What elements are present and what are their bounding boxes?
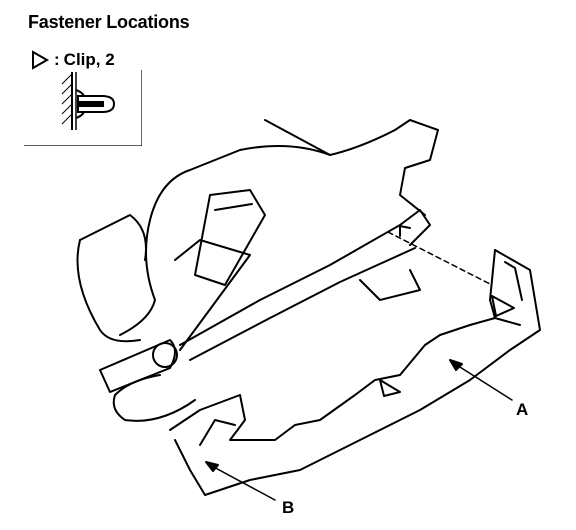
callout-a: A xyxy=(516,400,529,419)
clip-legend: : Clip, 2 xyxy=(30,50,115,70)
callout-b: B xyxy=(282,498,295,517)
page-title: Fastener Locations xyxy=(28,12,190,32)
triangle-clip-icon xyxy=(32,50,50,70)
clip-detail-inset xyxy=(24,70,142,146)
legend-separator: : xyxy=(54,50,60,69)
legend-label: Clip, 2 xyxy=(63,50,115,69)
